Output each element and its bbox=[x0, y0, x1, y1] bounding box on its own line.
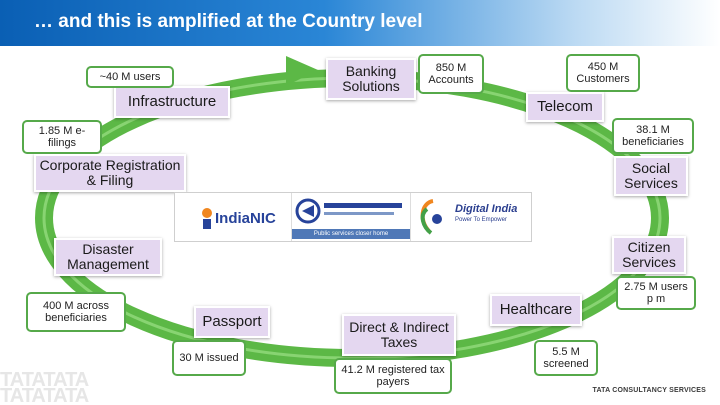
sector-infrastructure: Infrastructure bbox=[114, 86, 230, 118]
egov-tagline: Public services closer home bbox=[292, 229, 410, 239]
sector-corporate: Corporate Registration & Filing bbox=[34, 154, 186, 192]
nic-logo-text: IndiaNIC bbox=[215, 210, 276, 227]
sector-label: Disaster Management bbox=[67, 240, 149, 272]
sector-label: Citizen Services bbox=[622, 238, 676, 270]
stat-text: ~40 M users bbox=[99, 70, 161, 83]
digital-india-emblem-icon bbox=[420, 199, 442, 235]
sector-taxes: Direct & Indirect Taxes bbox=[342, 314, 456, 356]
stat-passport-issued: 30 M issued bbox=[172, 340, 246, 376]
stat-infrastructure-users: ~40 M users bbox=[86, 66, 174, 88]
stat-efilings: 1.85 M e-filings bbox=[22, 120, 102, 154]
sector-label: Healthcare bbox=[499, 300, 573, 318]
stat-text: 1.85 M e-filings bbox=[38, 124, 86, 149]
sector-label: Telecom bbox=[537, 97, 593, 115]
digital-india-text: Digital India bbox=[455, 203, 518, 215]
stat-text: 850 M Accounts bbox=[428, 61, 474, 86]
stat-social-beneficiaries: 38.1 M beneficiaries bbox=[612, 118, 694, 154]
egov-logo: Public services closer home bbox=[291, 193, 411, 241]
sector-label: Corporate Registration & Filing bbox=[39, 156, 181, 188]
stat-text: 2.75 M users p m bbox=[624, 280, 688, 305]
sector-label: Banking Solutions bbox=[342, 62, 400, 94]
tata-watermark: TATATATA TATATATA bbox=[0, 372, 130, 405]
sector-banking: Banking Solutions bbox=[326, 58, 416, 100]
sector-disaster: Disaster Management bbox=[54, 238, 162, 276]
stat-text: 450 M Customers bbox=[576, 60, 630, 85]
stat-banking-accounts: 850 M Accounts bbox=[418, 54, 484, 94]
sector-social: Social Services bbox=[614, 156, 688, 196]
stat-text: 5.5 M screened bbox=[543, 345, 589, 370]
tata-watermark-text: TATATATA bbox=[0, 372, 89, 391]
stat-text: 41.2 M registered tax payers bbox=[341, 363, 445, 388]
stat-healthcare-screened: 5.5 M screened bbox=[534, 340, 598, 376]
nic-logo: IndiaNIC bbox=[175, 193, 291, 241]
sector-citizen: Citizen Services bbox=[612, 236, 686, 274]
stat-disaster-beneficiaries: 400 M across beneficiaries bbox=[26, 292, 126, 332]
digital-india-tagline: Power To Empower bbox=[455, 217, 507, 223]
nic-emblem-icon bbox=[202, 208, 212, 229]
sector-passport: Passport bbox=[194, 306, 270, 338]
sector-telecom: Telecom bbox=[526, 92, 604, 122]
cycle-arrow-head bbox=[286, 56, 318, 86]
egov-emblem-icon bbox=[295, 198, 402, 224]
stat-citizen-users: 2.75 M users p m bbox=[616, 276, 696, 310]
stat-text: 30 M issued bbox=[179, 351, 239, 364]
sector-label: Passport bbox=[202, 312, 262, 330]
slide-title: … and this is amplified at the Country l… bbox=[34, 11, 423, 32]
stat-telecom-customers: 450 M Customers bbox=[566, 54, 640, 92]
title-bar: … and this is amplified at the Country l… bbox=[0, 0, 720, 46]
stat-text: 38.1 M beneficiaries bbox=[622, 123, 684, 148]
sector-label: Infrastructure bbox=[127, 92, 217, 110]
partner-logos: IndiaNIC Public services closer home Dig… bbox=[174, 192, 532, 242]
tata-watermark-text: TATATATA bbox=[0, 385, 89, 405]
sector-label: Social Services bbox=[624, 159, 678, 191]
stat-text: 400 M across beneficiaries bbox=[42, 299, 110, 324]
tcs-footer-logo: TATA CONSULTANCY SERVICES bbox=[592, 387, 706, 394]
sector-healthcare: Healthcare bbox=[490, 294, 582, 326]
sector-label: Direct & Indirect Taxes bbox=[349, 318, 449, 350]
stat-tax-payers: 41.2 M registered tax payers bbox=[334, 358, 452, 394]
